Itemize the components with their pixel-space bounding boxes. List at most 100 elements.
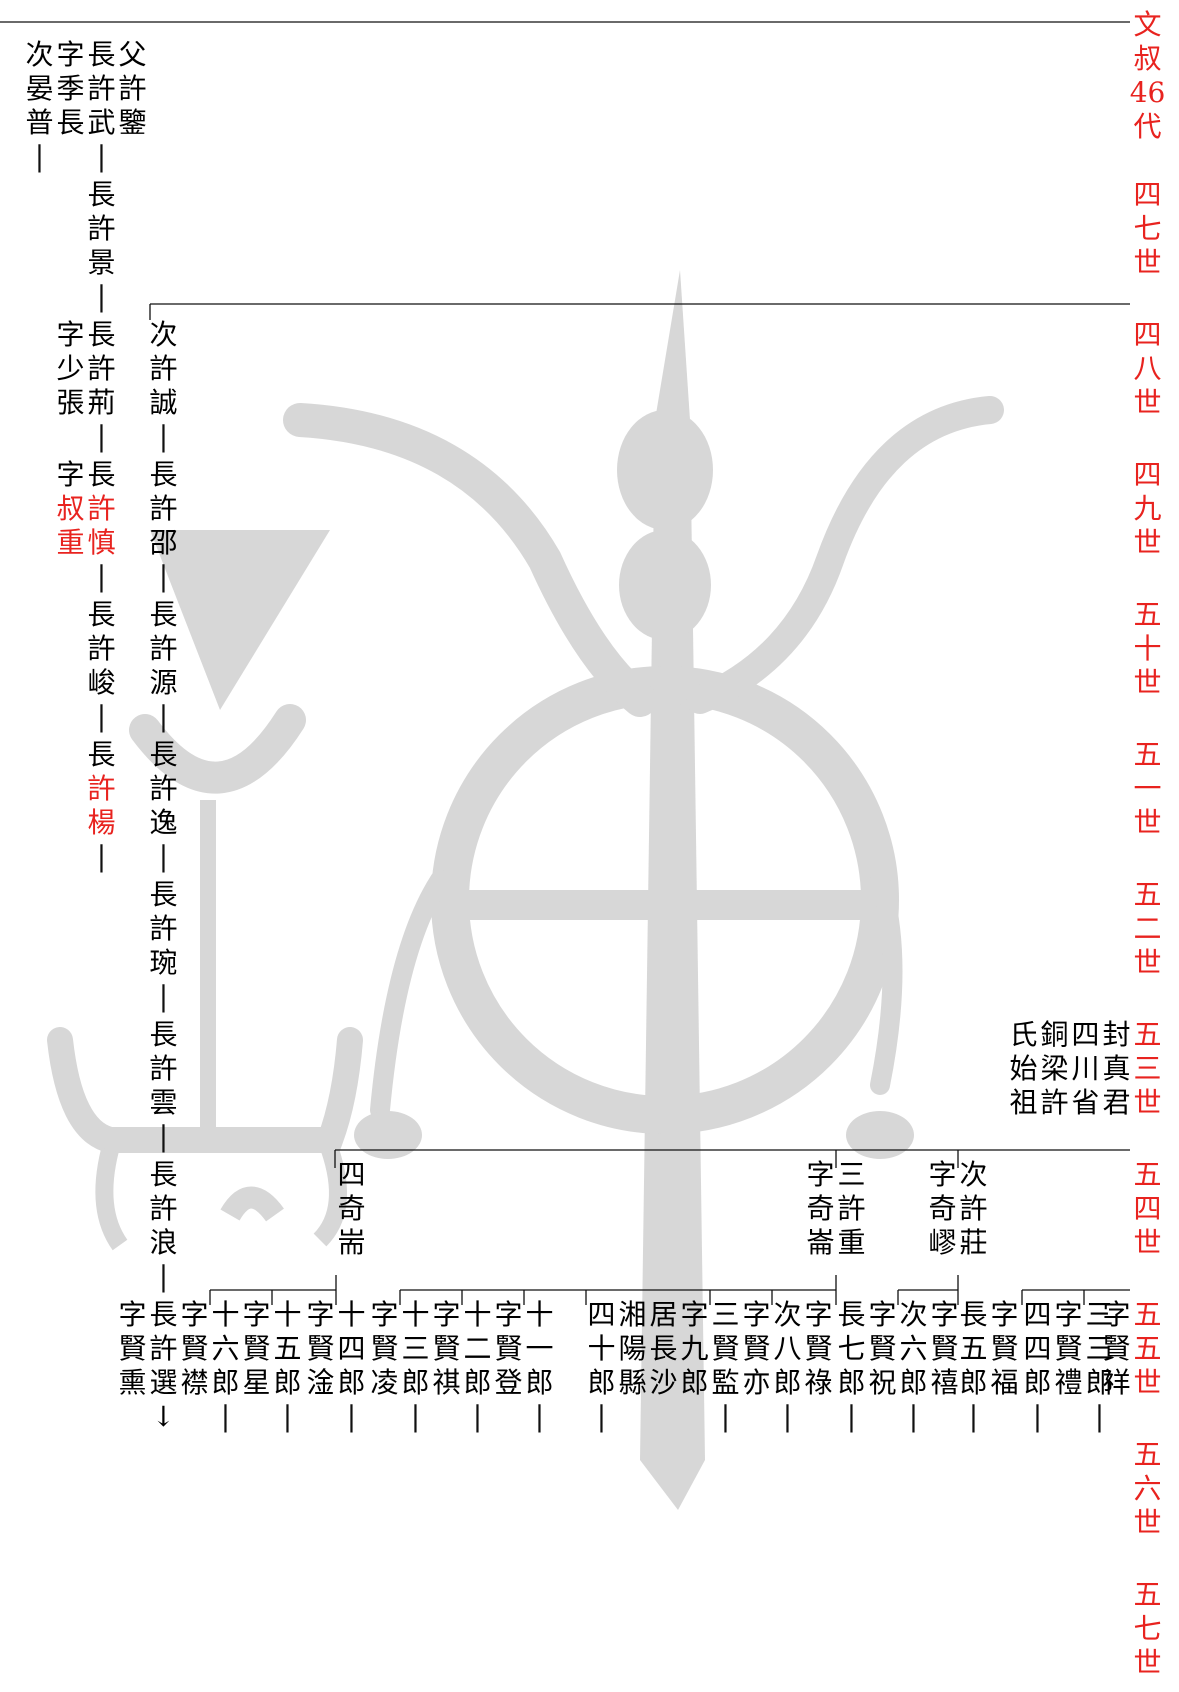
person-char: 許 [118,72,147,105]
person-xu-shen-line2: 字叔重 [55,458,86,560]
person-ci-ba-lang: 次八郎| [772,1298,803,1434]
generation-label: 四九世 [1132,458,1163,560]
person-char: 字 [432,1298,461,1331]
person-char: 沙 [649,1366,678,1399]
person-char: 長 [149,1298,178,1331]
generation-char: 六 [1133,1472,1162,1505]
connector-line: | [34,140,45,173]
generation-char: 46 [1129,76,1166,109]
person-char: 星 [242,1366,271,1399]
person-char: 郎 [1085,1366,1114,1399]
person-char: 郎 [1023,1366,1052,1399]
person-char: 浪 [149,1226,178,1259]
connector-line: | [720,1400,731,1433]
person-si-qi-duan: 四奇耑 [336,1158,367,1260]
connector-line: | [96,280,107,313]
person-shiwu-xian: 十五郎| [272,1298,303,1434]
person-char: 長 [149,1018,178,1051]
person-char: 長 [959,1298,988,1331]
person-xiangyang: 湘陽縣 [617,1298,648,1400]
person-xian-fu: 字賢福 [989,1298,1020,1400]
connector-line: | [534,1400,545,1433]
person-char: 字 [56,458,85,491]
person-char: 陽 [618,1332,647,1365]
person-char: 七 [837,1332,866,1365]
connector-line: | [158,700,169,733]
person-xu-wu-zi: 字季長 [55,38,86,140]
generation-label: 四八世 [1132,318,1163,420]
generation-char: 世 [1133,1086,1162,1119]
person-char: 賢 [804,1332,833,1365]
generation-char: 八 [1133,352,1162,385]
generation-char: 世 [1133,386,1162,419]
person-char: 少 [56,352,85,385]
person-char: 許 [959,1192,988,1225]
person-char: 奇 [337,1192,366,1225]
person-char: 郎 [587,1366,616,1399]
connector-line: | [158,1260,169,1293]
generation-char: 文 [1133,8,1162,41]
person-char: 五 [959,1332,988,1365]
person-char: 長 [87,598,116,631]
generation-char: 世 [1133,946,1162,979]
person-char: 莊 [959,1226,988,1259]
person-char: 禧 [930,1366,959,1399]
person-shisan-xian-line2: 字賢凌 [369,1298,400,1400]
person-char: 縣 [618,1366,647,1399]
person-char: 長 [87,318,116,351]
connector-line: | [846,1400,857,1433]
generation-char: 五 [1133,1158,1162,1191]
person-xu-wu: 長許武| [86,38,117,174]
person-char: 三 [711,1298,740,1331]
person-char: 賢 [711,1332,740,1365]
person-char: 真 [1102,1052,1131,1085]
person-shier-xian-line2: 字賢祺 [431,1298,462,1400]
connector-line: | [282,1400,293,1433]
person-xu-shen: 長許慎| [86,458,117,594]
generation-char: 世 [1133,1226,1162,1259]
person-char: 九 [680,1332,709,1365]
person-char: 許 [837,1192,866,1225]
connector-line: | [346,1400,357,1433]
person-char: 川 [1071,1052,1100,1085]
person-char: 賢 [370,1332,399,1365]
person-char: 二 [463,1332,492,1365]
person-char: 次 [899,1298,928,1331]
connector-line: | [472,1400,483,1433]
person-sishi-lang: 四十郎| [586,1298,617,1434]
person-char: 次 [25,38,54,71]
person-char: 源 [149,666,178,699]
person-char: 晏 [25,72,54,105]
person-char: 十 [211,1298,240,1331]
person-char: 凌 [370,1366,399,1399]
person-char: 四 [337,1332,366,1365]
person-char: 六 [211,1332,240,1365]
person-si-si-lang: 四四郎| [1022,1298,1053,1434]
person-xian-zhu: 字賢祝 [867,1298,898,1400]
person-san-xian-jian: 三賢監| [710,1298,741,1434]
person-char: 四 [587,1298,616,1331]
person-shiyi-xian-line2: 字賢登 [493,1298,524,1400]
generation-char: 五 [1133,738,1162,771]
person-xu-jian: 父許鑒 [117,38,148,140]
person-char: 氏 [1009,1018,1038,1051]
person-char: 叔 [56,492,85,525]
connector-line: | [96,700,107,733]
generation-char: 世 [1133,1366,1162,1399]
person-char: 字 [118,1298,147,1331]
person-char: 賢 [432,1332,461,1365]
generation-char: 十 [1133,632,1162,665]
person-char: 字 [1054,1298,1083,1331]
person-char: 賢 [242,1332,271,1365]
generation-label: 五二世 [1132,878,1163,980]
person-xu-yun: 長許雲| [148,1018,179,1154]
person-xu-yuan: 長許源| [148,598,179,734]
person-char: 許 [87,492,116,525]
person-char: 許 [149,632,178,665]
person-char: 郎 [273,1366,302,1399]
generation-label: 五四世 [1132,1158,1163,1260]
person-char: 崙 [806,1226,835,1259]
person-char: 十 [401,1298,430,1331]
person-char: 亦 [742,1366,771,1399]
